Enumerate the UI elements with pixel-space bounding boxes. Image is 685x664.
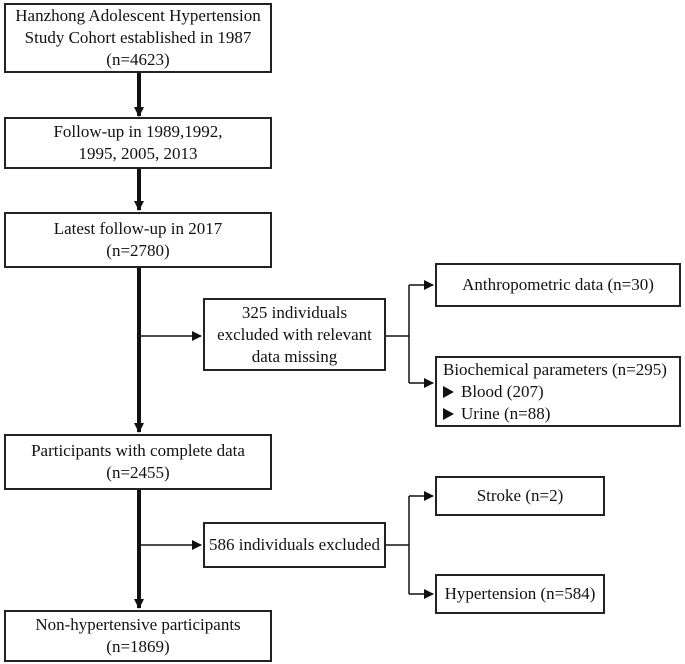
excluded-586-box: 586 individuals excluded bbox=[203, 522, 386, 568]
cohort-box: Hanzhong Adolescent Hypertension Study C… bbox=[4, 3, 272, 73]
stroke-label: Stroke (n=2) bbox=[476, 486, 564, 505]
excluded-missing-line-3: data missing bbox=[251, 346, 338, 366]
excluded-missing-line-2: excluded with relevant bbox=[217, 324, 372, 344]
final-line-2: (n=1869) bbox=[106, 637, 170, 656]
hypertension-box: Hypertension (n=584) bbox=[435, 574, 605, 614]
triangle-right-icon bbox=[443, 407, 454, 420]
final-participants-box: Non-hypertensive participants (n=1869) bbox=[4, 610, 272, 662]
complete-line-1: Participants with complete data bbox=[31, 441, 245, 460]
hypertension-label: Hypertension (n=584) bbox=[444, 584, 596, 603]
cohort-line-2: Study Cohort established in 1987 bbox=[24, 28, 252, 47]
complete-data-box: Participants with complete data (n=2455) bbox=[4, 434, 272, 490]
biochemical-box: Biochemical parameters (n=295) Blood (20… bbox=[435, 356, 681, 427]
anthropometric-box: Anthropometric data (n=30) bbox=[435, 263, 681, 307]
blood-label: Blood (207) bbox=[461, 381, 544, 401]
followup-line-2: 1995, 2005, 2013 bbox=[78, 144, 198, 163]
biochemical-item-blood: Blood (207) bbox=[443, 381, 544, 403]
followup-box: Follow-up in 1989,1992, 1995, 2005, 2013 bbox=[4, 117, 272, 169]
excluded-586-label: 586 individuals excluded bbox=[209, 535, 380, 554]
stroke-box: Stroke (n=2) bbox=[435, 476, 605, 516]
cohort-line-3: (n=4623) bbox=[106, 50, 170, 69]
cohort-line-1: Hanzhong Adolescent Hypertension bbox=[15, 6, 261, 25]
followup-line-1: Follow-up in 1989,1992, bbox=[53, 122, 223, 141]
latest-line-1: Latest follow-up in 2017 bbox=[53, 219, 223, 238]
biochemical-title: Biochemical parameters (n=295) bbox=[443, 359, 667, 379]
latest-line-2: (n=2780) bbox=[106, 241, 170, 260]
biochemical-item-urine: Urine (n=88) bbox=[443, 403, 550, 425]
excluded-missing-line-1: 325 individuals bbox=[241, 302, 348, 322]
latest-followup-box: Latest follow-up in 2017 (n=2780) bbox=[4, 212, 272, 268]
final-line-1: Non-hypertensive participants bbox=[35, 615, 241, 634]
complete-line-2: (n=2455) bbox=[106, 463, 170, 482]
triangle-right-icon bbox=[443, 385, 454, 398]
excluded-missing-box: 325 individuals excluded with relevant d… bbox=[203, 298, 386, 371]
anthropometric-label: Anthropometric data (n=30) bbox=[462, 275, 654, 294]
urine-label: Urine (n=88) bbox=[461, 403, 551, 423]
